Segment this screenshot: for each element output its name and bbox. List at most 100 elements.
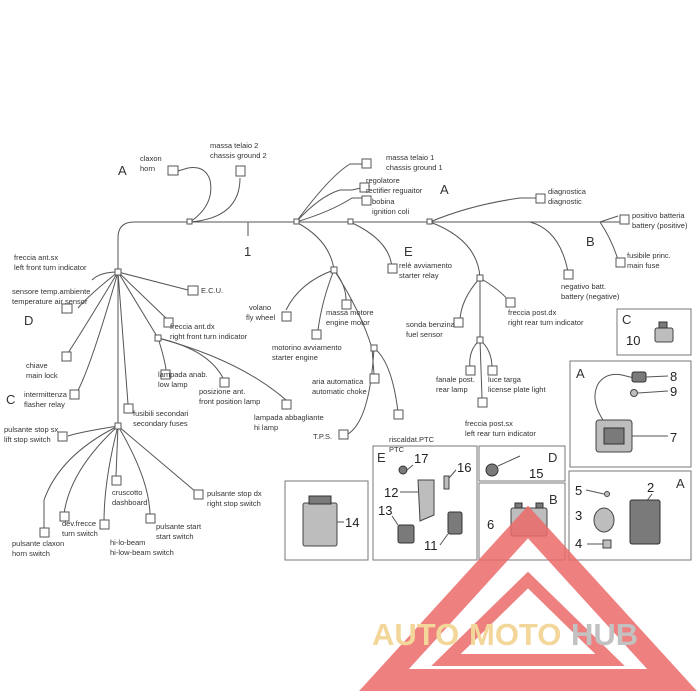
inset-14: 14: [284, 480, 369, 561]
label-massa-telaio1-en: chassis ground 1: [386, 163, 443, 172]
label-freccia-post-dx-en: right rear turn indicator: [508, 318, 584, 327]
label-lampada-anab-it: lampada anab.: [158, 370, 208, 379]
label-bobina-it: bobina: [372, 197, 395, 206]
label-cruscotto-it: cruscotto: [112, 488, 142, 497]
part-number-13: 13: [378, 503, 392, 518]
label-dev-frecce-en: turn switch: [62, 529, 98, 538]
label-pulsante-claxon-it: pulsante claxon: [12, 539, 64, 548]
label-posizione-ant-en: front position lamp: [199, 397, 260, 406]
nut-icon: [398, 465, 408, 475]
watermark-text-hub: HUB: [571, 617, 638, 652]
label-pulsante-stop-dx-en: right stop switch: [207, 499, 261, 508]
label-pulsante-stop-dx-it: pulsante stop dx: [207, 489, 262, 498]
label-fusibili-sec-en: secondary fuses: [133, 419, 188, 428]
part-number-4: 4: [575, 536, 582, 551]
part-number-7: 7: [670, 430, 677, 445]
watermark-triangle-icon: [359, 505, 697, 691]
watermark-text-auto: AUTO: [372, 617, 459, 652]
label-tps: T.P.S.: [313, 432, 332, 441]
bolt-icon: [443, 475, 450, 490]
label-luce-targa-en: license plate light: [488, 385, 546, 394]
label-freccia-post-dx-it: freccia post.dx: [508, 308, 557, 317]
battery-terminal-icon: [514, 502, 523, 509]
label-ecu: E.C.U.: [201, 286, 223, 295]
inset-d: D 15: [478, 445, 566, 482]
bracket-icon: [417, 479, 435, 522]
label-claxon-it: claxon: [140, 154, 162, 163]
label-pulsante-start-it: pulsante start: [156, 522, 202, 531]
label-aria-auto-it: aria automatica: [312, 377, 364, 386]
label-posizione-ant-it: posizione ant.: [199, 387, 245, 396]
engine-harness: [285, 269, 399, 435]
watermark-logo: AUTO MOTO HUB: [359, 505, 697, 691]
part-number-6: 6: [487, 517, 494, 532]
label-riscaldat-it: riscaldat.PTC: [389, 435, 435, 444]
inset-letter-c: C: [622, 312, 631, 327]
inset-letter-a2: A: [676, 476, 685, 491]
label-fusibile-princ-it: fusibile princ.: [627, 251, 671, 260]
label-riscaldat-en: PTC: [389, 445, 405, 454]
label-freccia-ant-dx-it: freccia ant.dx: [170, 322, 215, 331]
section-letter-a2: A: [440, 182, 449, 197]
label-rele-it: relè avviamento: [399, 261, 452, 270]
label-luce-targa-it: luce targa: [488, 375, 522, 384]
coil-core-icon: [603, 427, 625, 445]
label-dev-frecce-it: dev.frecce: [62, 519, 96, 528]
inset-letter-a: A: [576, 366, 585, 381]
label-diagnostica-en: diagnostic: [548, 197, 582, 206]
label-fusibile-princ-en: main fuse: [627, 261, 660, 270]
section-letter-b: B: [586, 234, 595, 249]
label-regolatore-en: rectifier reguaitor: [366, 186, 423, 195]
label-volano-en: fly wheel: [246, 313, 276, 322]
section-letter-a: A: [118, 163, 127, 178]
label-sensore-temp-it: sensore temp.ambiente: [12, 287, 90, 296]
label-diagnostica-it: diagnostica: [548, 187, 587, 196]
ecu-connector-icon: [308, 495, 332, 505]
label-fanale-post-it: fanale post.: [436, 375, 475, 384]
label-claxon-en: horn: [140, 164, 155, 173]
label-freccia-ant-dx-en: right front turn indicator: [170, 332, 248, 341]
clip-icon: [602, 539, 612, 549]
label-fanale-post-en: rear lamp: [436, 385, 468, 394]
starter-relay-icon: [397, 524, 415, 544]
label-motorino-en: starter engine: [272, 353, 318, 362]
label-volano-it: volano: [249, 303, 271, 312]
relay-icon: [654, 327, 674, 343]
part-number-8: 8: [670, 369, 677, 384]
label-intermittenza-en: flasher relay: [24, 400, 65, 409]
label-lampada-anab-en: low lamp: [158, 380, 188, 389]
part-number-14: 14: [345, 515, 359, 530]
inset-e: E 17 16 12 13 11: [372, 445, 478, 561]
inset-a-coil: A 8 9 7: [569, 360, 692, 468]
label-sensore-temp-en: temperature air sensor: [12, 297, 88, 306]
label-fusibili-sec-it: fusibili secondari: [133, 409, 189, 418]
relay-terminal-icon: [658, 321, 668, 329]
screw-icon-2: [604, 491, 610, 497]
part-number-5: 5: [575, 483, 582, 498]
part-number-15: 15: [529, 466, 543, 481]
part-number-2: 2: [647, 480, 654, 495]
fuse-holder-icon: [485, 463, 499, 477]
inset-letter-e: E: [377, 450, 386, 465]
front-harness: [43, 271, 287, 530]
screw-icon: [630, 389, 638, 397]
label-pulsante-claxon-en: horn switch: [12, 549, 50, 558]
label-negativo-en: battery (negative): [561, 292, 620, 301]
label-pulsante-stop-sx-it: pulsante stop sx: [4, 425, 58, 434]
coil-cable-icon: [594, 373, 635, 421]
spark-cap-icon: [631, 371, 647, 383]
label-intermittenza-it: intermittenza: [24, 390, 68, 399]
connectors: [39, 158, 630, 538]
label-positivo-it: positivo batteria: [632, 211, 685, 220]
label-massa-telaio1-it: massa telaio 1: [386, 153, 434, 162]
label-chiave-en: main lock: [26, 371, 58, 380]
section-letter-d: D: [24, 313, 33, 328]
battery-terminal-icon-2: [535, 502, 544, 509]
label-bobina-en: ignition coli: [372, 207, 409, 216]
ecu-unit-icon: [302, 502, 338, 547]
label-freccia-post-sx-en: left rear turn indicator: [465, 429, 536, 438]
label-lampada-abb-en: hi lamp: [254, 423, 278, 432]
label-negativo-it: negativo batt.: [561, 282, 606, 291]
label-sonda-it: sonda benzina: [406, 320, 456, 329]
